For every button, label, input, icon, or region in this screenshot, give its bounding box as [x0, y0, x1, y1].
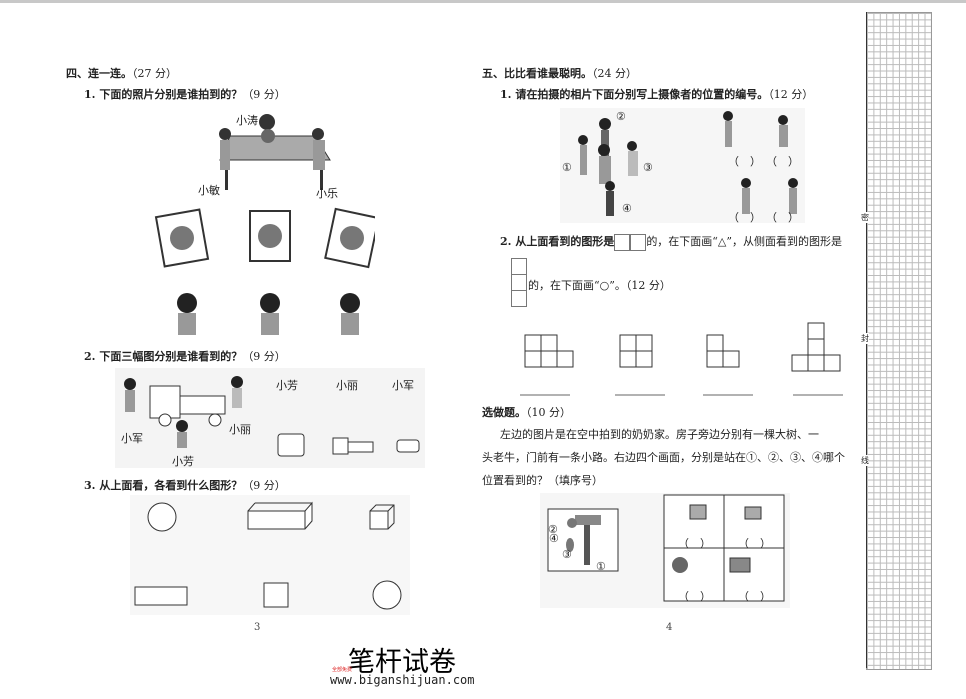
position-label: ② [616, 110, 626, 123]
shapes-illustration [130, 495, 410, 615]
name-label: 小军 [392, 379, 414, 392]
position-label: ③ [562, 548, 572, 561]
side-view-boxes [511, 258, 527, 307]
table-scene-illustration [219, 114, 331, 190]
top-view-box [630, 233, 647, 251]
paragraph-line: 左边的图片是在空中拍到的奶奶家。房子旁边分别有一棵大树、一 [500, 428, 819, 441]
name-label: 小军 [121, 432, 143, 445]
name-label: 小丽 [229, 423, 251, 436]
answer-blank[interactable]: （ ） [766, 211, 799, 224]
binding-label: 密 [861, 212, 869, 223]
question-5-2: 2. 从上面看到的图形是的，在下面画“△”，从侧面看到的图形是 [500, 233, 842, 251]
answer-blank[interactable]: （ ） [678, 590, 711, 603]
name-label: 小乐 [316, 187, 338, 200]
name-label: 小芳 [276, 379, 298, 392]
photographers-illustration [560, 108, 805, 223]
truck-scene-illustration [115, 368, 425, 468]
question-4-3: 3. 从上面看，各看到什么图形？（9 分） [84, 479, 286, 492]
top-border [0, 0, 966, 3]
cube-stacks-illustration [520, 322, 843, 396]
position-label: ① [562, 161, 572, 174]
bear-photos-illustration [154, 207, 375, 269]
section-5-title: 五、比比看谁最聪明。（24 分） [482, 67, 637, 80]
name-label: 小丽 [336, 379, 358, 392]
watermark-logo: 笔杆试卷 [348, 647, 456, 678]
position-label: ④ [549, 532, 559, 545]
grid-margin [866, 12, 932, 670]
answer-blank[interactable]: （ ） [766, 155, 799, 168]
watermark-badge: 全部免费 [332, 667, 353, 673]
paragraph-line: 头老牛，门前有一条小路。右边四个画面，分别是站在①、②、③、④哪个 [482, 451, 845, 464]
name-label: 小涛 [236, 114, 258, 127]
binding-label: 线 [861, 455, 869, 466]
answer-blank[interactable]: （ ） [728, 211, 761, 224]
watermark-url: www.biganshijuan.com [330, 673, 475, 687]
grandma-house-illustration [540, 493, 790, 608]
optional-title: 选做题。（10 分） [482, 406, 571, 419]
answer-blank[interactable]: （ ） [738, 590, 771, 603]
paragraph-line: 位置看到的？（填序号） [482, 474, 603, 487]
question-5-2-cont: 的，在下面画“○”。（12 分） [528, 279, 671, 292]
top-view-box [614, 233, 631, 251]
question-4-1: 1. 下面的照片分别是谁拍到的？（9 分） [84, 88, 286, 101]
question-4-2: 2. 下面三幅图分别是谁看到的？（9 分） [84, 350, 286, 363]
position-label: ④ [622, 202, 632, 215]
answer-blank[interactable]: （ ） [738, 537, 771, 550]
answer-blank[interactable]: （ ） [728, 155, 761, 168]
binding-label: 封 [861, 333, 869, 344]
name-label: 小敏 [198, 184, 220, 197]
section-4-title: 四、连一连。（27 分） [66, 67, 177, 80]
page-number: 4 [666, 622, 673, 633]
position-label: ③ [643, 161, 653, 174]
answer-blank[interactable]: （ ） [678, 537, 711, 550]
children-photographers-illustration [177, 293, 360, 335]
question-5-1: 1. 请在拍摄的相片下面分别写上摄像者的位置的编号。（12 分） [500, 88, 814, 101]
page-number: 3 [254, 622, 261, 633]
position-label: ① [596, 560, 606, 573]
position-label: ② [548, 523, 558, 536]
name-label: 小芳 [172, 455, 194, 468]
